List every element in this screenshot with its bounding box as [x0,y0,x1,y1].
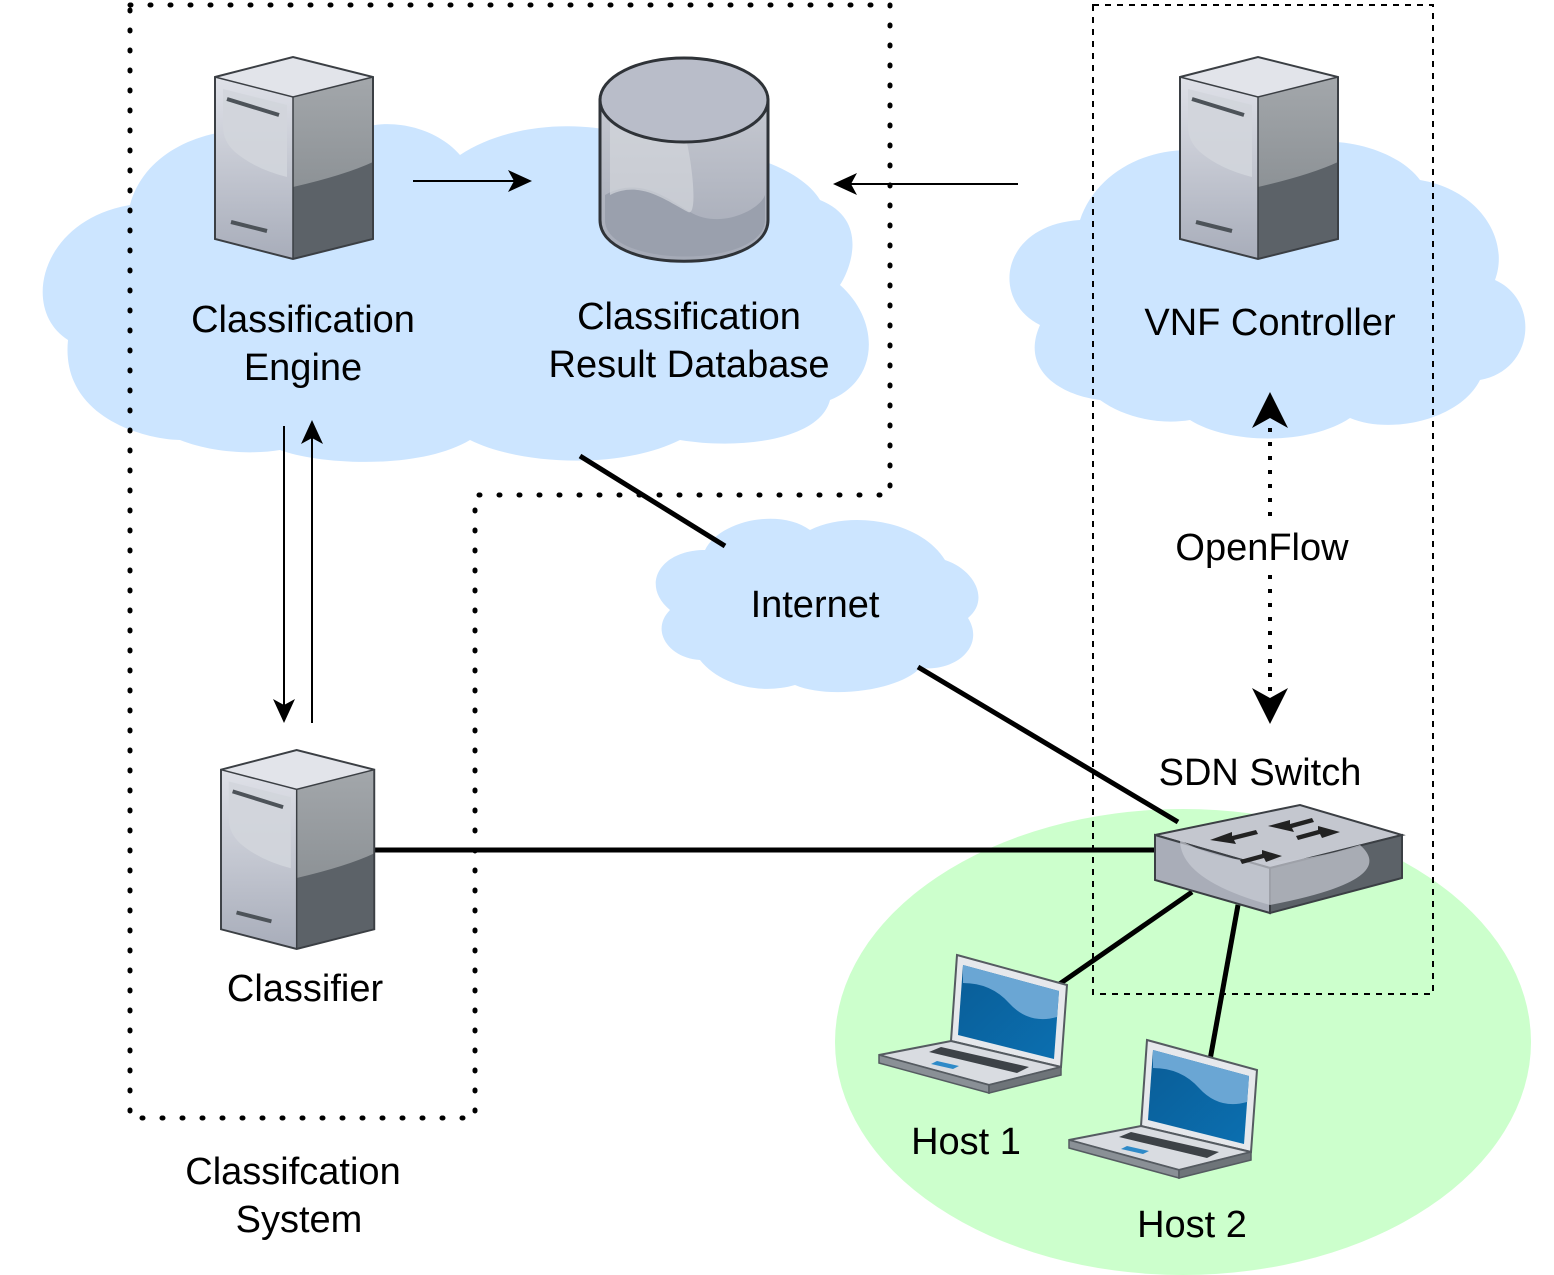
result-database-label-line2: Result Database [549,344,830,386]
classification-engine-server-icon[interactable] [213,55,375,261]
classifier-server-icon[interactable] [219,748,377,951]
classification-system-label-line2: System [236,1199,363,1241]
internet-label: Internet [751,584,880,626]
host1-label: Host 1 [911,1121,1021,1163]
result-database-label-line1: Classification [577,296,801,338]
sdn-switch-icon[interactable] [1154,803,1406,915]
link-internet-switch [916,664,1180,825]
openflow-link [1252,392,1288,724]
openflow-label: OpenFlow [1175,527,1349,569]
vnf-controller-cloud [1009,141,1526,439]
classifier-label: Classifier [227,968,384,1010]
classification-system-boundary [127,2,893,1121]
arrow-engine-to-database [413,170,532,192]
arrow-engine-to-classifier [273,426,295,723]
link-switch-host1 [1056,889,1194,988]
arrow-classifier-to-engine [301,420,323,723]
classification-engine-label-line1: Classification [191,299,415,341]
classification-system-label-line1: Classifcation [185,1151,400,1193]
lan-area [835,809,1531,1275]
arrow-controller-to-database [833,173,1018,195]
link-database-internet [578,453,727,549]
internet-cloud [655,518,979,693]
sdn-switch-label: SDN Switch [1159,752,1362,794]
host2-label: Host 2 [1137,1204,1247,1246]
vnf-controller-label: VNF Controller [1144,302,1396,344]
link-switch-host2 [1207,904,1241,1061]
classification-engine-label-line2: Engine [244,347,362,389]
sdn-domain-boundary [1092,4,1434,995]
vnf-controller-server-icon[interactable] [1178,55,1340,261]
result-database-icon[interactable] [598,56,770,263]
